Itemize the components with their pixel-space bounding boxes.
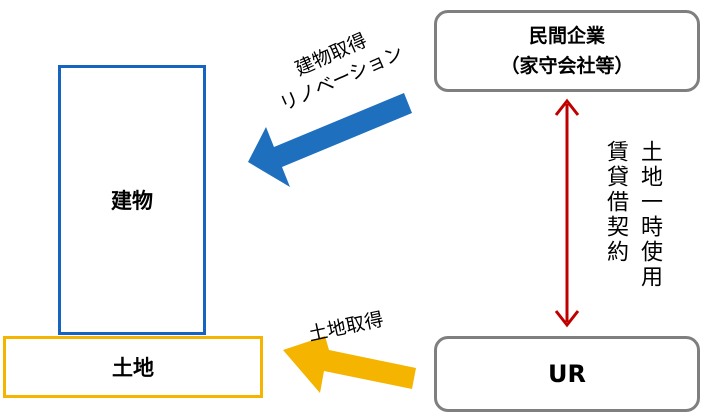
private-company-label: 民間企業 <box>528 25 605 47</box>
building-acquisition-arrow <box>248 93 412 187</box>
private-company-sublabel: （家守会社等） <box>500 55 634 77</box>
land-acquisition-arrow <box>283 336 416 393</box>
land-label: 土地 <box>112 356 154 380</box>
building-label: 建物 <box>111 189 153 213</box>
lease-contract-double-arrow <box>554 98 580 328</box>
lease-contract-label: 賃貸借契約 <box>603 140 628 265</box>
private-company-box: 民間企業 （家守会社等） <box>434 10 700 92</box>
building-box: 建物 <box>58 65 206 335</box>
ur-label: UR <box>548 360 586 388</box>
land-temporary-use-label: 土地一時使用 <box>637 140 662 290</box>
land-box: 土地 <box>3 336 263 398</box>
ur-box: UR <box>434 336 700 412</box>
